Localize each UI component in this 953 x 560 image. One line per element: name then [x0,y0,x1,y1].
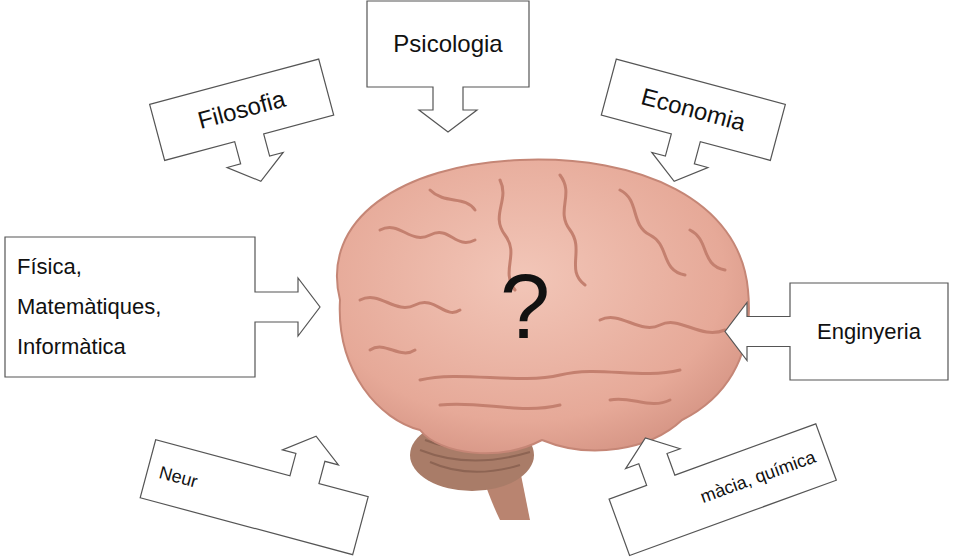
callout-text: Física, Matemàtiques, Informàtica [17,247,192,367]
callout-shape [725,283,948,380]
callout-box: Neur [140,440,368,555]
callout-box: Física, Matemàtiques, Informàtica [5,237,255,377]
cerebrum [337,160,749,454]
callout-text: màcia, química [697,445,819,509]
arrow-callout: Filosofia [150,59,346,204]
callout-text: Psicologia [393,29,502,59]
brain-folds [360,175,725,409]
callout-shape [594,382,837,556]
callout-text: Economia [638,81,749,138]
callout-text: Neur [156,460,200,493]
callout-shape [5,237,320,377]
callout-box: Psicologia [367,1,529,87]
callout-shape [150,59,346,204]
callout-outline [366,0,530,133]
callout-text: Filosofia [195,84,289,136]
callout-outline [148,58,346,205]
arrow-callout: Neur [140,396,380,554]
arrow-callout: Enginyeria [725,283,948,380]
callout-box: Enginyeria [790,283,948,380]
arrow-callout: Física, Matemàtiques, Informàtica [5,237,320,377]
question-mark: ? [500,262,550,352]
arrow-callout: Psicologia [367,1,529,132]
callout-shape [140,396,380,554]
callout-text: Enginyeria [817,317,921,347]
callout-shape [367,1,529,132]
callout-shape [590,59,786,204]
